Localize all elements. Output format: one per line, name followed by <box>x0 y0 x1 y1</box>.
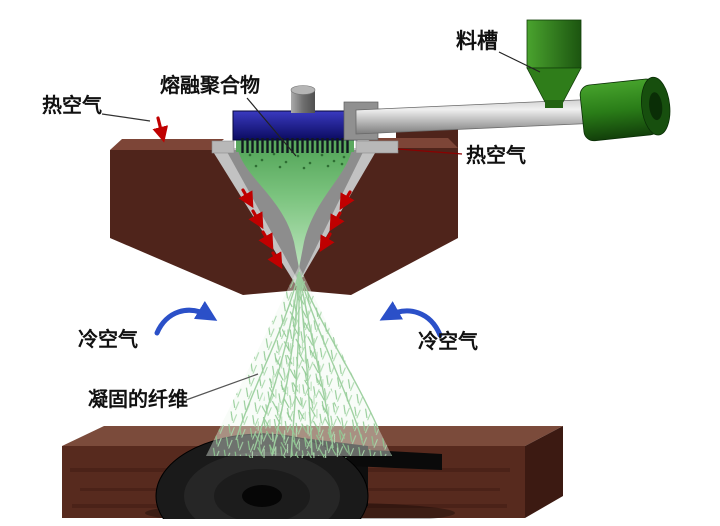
hopper-body <box>526 19 582 69</box>
hot-air-arrow <box>238 188 254 209</box>
die-right-block <box>295 148 458 295</box>
feed-cylinder-top <box>290 85 316 95</box>
cold-air-arrow-left <box>154 300 218 336</box>
spinneret-die-block <box>232 110 358 141</box>
fiber-strand <box>298 271 313 456</box>
leader-hot-air-right <box>397 148 463 155</box>
platform-side-face <box>525 426 563 518</box>
fiber-strands <box>235 271 379 458</box>
extruder-motor <box>579 76 671 142</box>
extruder-barrel-pipe <box>355 98 601 135</box>
fiber-strand <box>298 271 379 429</box>
hot-air-arrow <box>329 211 345 232</box>
leader-lines <box>101 51 541 401</box>
die-ledge-right <box>355 140 399 154</box>
hot-air-arrows <box>152 116 355 270</box>
hot-air-arrow <box>258 230 274 251</box>
feed-cylinder <box>291 90 315 113</box>
fiber-strand <box>298 271 334 449</box>
leader-polymer <box>246 97 297 157</box>
fiber-strand <box>271 271 300 456</box>
label-solidified-fibers: 凝固的纤维 <box>88 387 188 411</box>
label-hot-air-left: 热空气 <box>42 93 102 117</box>
label-hot-air-right: 热空气 <box>466 143 526 167</box>
fiber-strand <box>298 271 363 441</box>
cold-air-arrow-right <box>379 301 443 338</box>
hot-air-arrow <box>152 116 169 143</box>
label-cold-air-left: 冷空气 <box>78 327 138 351</box>
fiber-strand <box>290 271 300 458</box>
fiber-cone-dense <box>248 266 350 458</box>
fiber-spray <box>206 266 392 458</box>
label-cold-air-right: 冷空气 <box>418 329 478 353</box>
leader-fibers <box>185 373 259 401</box>
hot-air-arrow <box>339 190 355 211</box>
hot-air-arrow <box>319 232 335 253</box>
hopper-funnel <box>526 67 582 103</box>
cold-air-arrows <box>154 300 443 338</box>
nozzle-bristles <box>240 138 350 153</box>
polymer-texture <box>248 152 346 170</box>
die-left-block-top <box>110 139 224 150</box>
die-assembly <box>110 85 458 295</box>
hopper <box>526 19 582 108</box>
fiber-strand <box>253 271 300 451</box>
die-left-block <box>110 150 299 295</box>
leader-hot-air-left <box>101 113 151 122</box>
hot-air-arrow <box>267 251 283 270</box>
extruder <box>343 19 671 142</box>
drum-hub <box>242 485 282 507</box>
hot-air-arrow <box>248 209 264 230</box>
leader-trough <box>498 51 541 73</box>
label-molten-polymer: 熔融聚合物 <box>160 73 260 97</box>
hopper-neck <box>545 100 563 108</box>
label-trough: 料槽 <box>456 29 498 53</box>
fiber-strand <box>235 271 300 441</box>
motor-shaft-center <box>649 92 663 121</box>
molten-polymer-funnel <box>238 150 352 268</box>
die-ledge-left <box>211 140 235 154</box>
